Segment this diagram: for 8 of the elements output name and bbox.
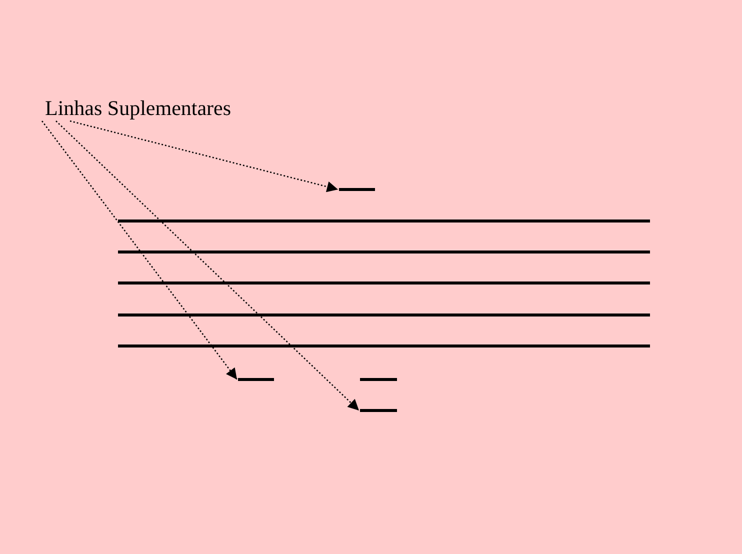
ledger-line [238,378,274,381]
leader-line [41,120,238,380]
ledger-line [360,378,397,381]
ledger-line [339,188,375,191]
ledger-line [360,409,397,412]
leader-line [56,120,360,411]
annotation-text: Linhas Suplementares [45,96,232,120]
leader-line [70,120,338,192]
